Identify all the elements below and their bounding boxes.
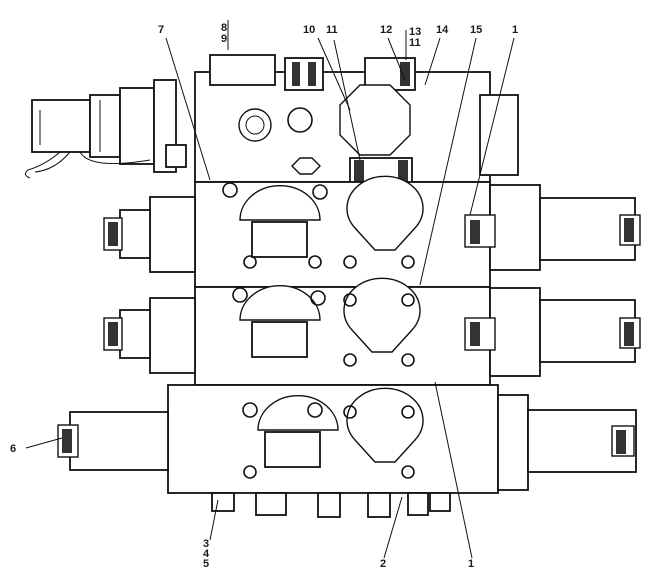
bottom-fittings bbox=[211, 492, 451, 518]
top-cover-block bbox=[194, 54, 519, 201]
valve-section-2 bbox=[194, 277, 491, 386]
callout-label: 4 bbox=[203, 548, 210, 560]
callout-labels: 8 9 7 10 11 12 13 11 14 15 1 6 3 4 5 2 1 bbox=[10, 22, 518, 570]
callout-label: 11 bbox=[409, 37, 421, 49]
callout-label: 14 bbox=[436, 24, 449, 36]
callout-label: 9 bbox=[221, 33, 227, 45]
callout-label: 6 bbox=[10, 443, 16, 455]
callout-label: 11 bbox=[326, 24, 338, 36]
left-solenoid-actuator bbox=[24, 79, 187, 179]
callout-label: 2 bbox=[380, 558, 386, 570]
callout-label: 15 bbox=[470, 24, 482, 36]
left-end-caps bbox=[57, 196, 196, 471]
callout-label: 1 bbox=[468, 558, 474, 570]
right-end-caps bbox=[464, 184, 641, 491]
callout-label: 13 bbox=[409, 26, 421, 38]
callout-label: 3 bbox=[203, 538, 209, 550]
callout-label: 10 bbox=[303, 24, 315, 36]
callout-label: 12 bbox=[380, 24, 392, 36]
callout-label: 7 bbox=[158, 24, 164, 36]
callout-label: 8 bbox=[221, 22, 227, 34]
leader-lines bbox=[25, 20, 515, 559]
valve-section-3 bbox=[167, 384, 499, 494]
callout-label: 1 bbox=[512, 24, 518, 36]
valve-section-1 bbox=[194, 175, 491, 288]
callout-label: 5 bbox=[203, 558, 209, 570]
